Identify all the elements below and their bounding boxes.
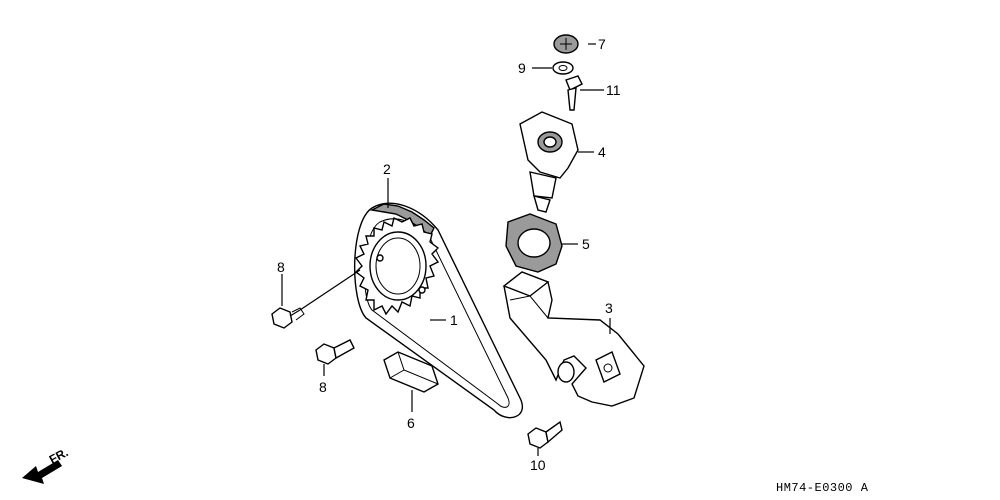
chain-guide — [383, 351, 439, 393]
cam-sprocket — [354, 216, 440, 316]
callout-2: 2 — [383, 161, 391, 177]
bolt-8-lower — [315, 339, 355, 365]
bolt-11 — [565, 75, 583, 111]
callout-11: 11 — [606, 82, 621, 98]
callout-6: 6 — [407, 415, 415, 431]
callout-1: 1 — [450, 312, 458, 328]
callout-7: 7 — [598, 36, 606, 52]
callout-8-lower: 8 — [319, 379, 327, 395]
bolt-10 — [527, 420, 563, 449]
gasket — [505, 213, 563, 273]
front-label: FR. — [47, 445, 71, 466]
bolt-8-upper — [271, 307, 305, 329]
leader-lines — [281, 43, 611, 456]
washer — [552, 61, 574, 75]
callout-4: 4 — [598, 144, 606, 160]
callout-8-upper: 8 — [277, 259, 285, 275]
callout-5: 5 — [582, 236, 590, 252]
diagram-code: HM74-E0300 A — [776, 481, 869, 495]
front-arrow-icon — [22, 460, 62, 484]
callout-3: 3 — [605, 300, 613, 316]
tensioner-arm — [502, 271, 645, 407]
tensioner-lifter — [519, 111, 579, 213]
callout-10: 10 — [530, 457, 546, 473]
callout-9: 9 — [518, 60, 526, 76]
sealing-cap — [553, 34, 579, 54]
